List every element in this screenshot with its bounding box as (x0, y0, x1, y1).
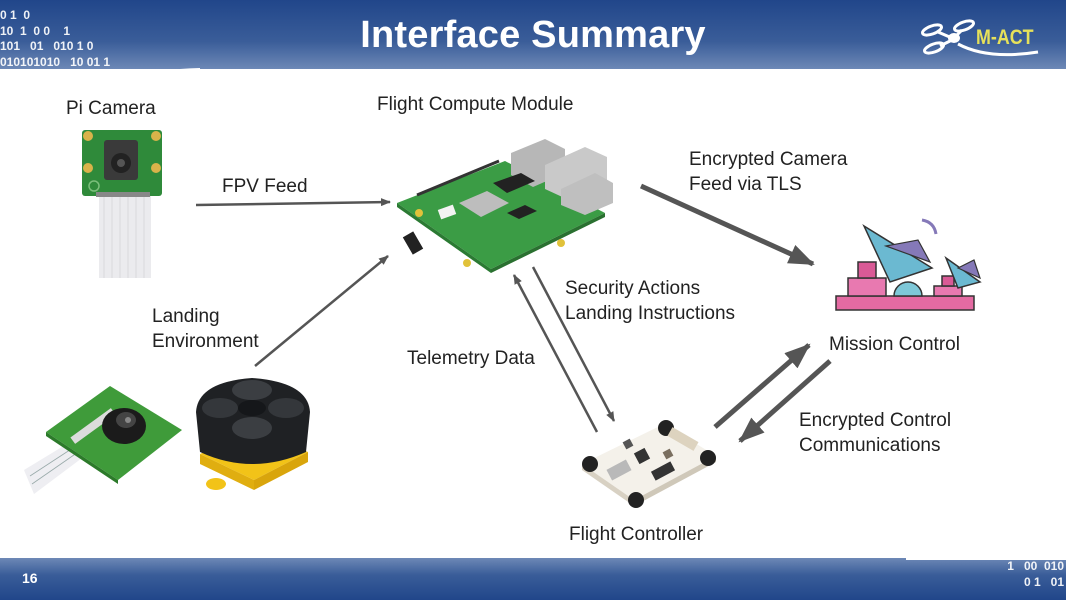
arrow-encrypted-camera-feed (639, 183, 815, 267)
label-encrypted-control-communications: Encrypted Control Communications (799, 410, 952, 456)
arrow-landing-environment (254, 255, 389, 367)
pi-camera-board-icon (82, 130, 162, 278)
label-fpv-feed: FPV Feed (222, 176, 308, 197)
label-encrypted-camera-feed: Encrypted Camera Feed via TLS (689, 149, 848, 195)
arrow-security-actions (531, 266, 616, 422)
header-band (0, 0, 1066, 69)
wide-angle-camera-icon (24, 386, 182, 494)
footer-band (0, 558, 1066, 600)
satellite-dish-icon (835, 218, 982, 311)
label-pi-camera: Pi Camera (66, 98, 156, 119)
label-security-actions: Security Actions Landing Instructions (565, 278, 736, 324)
lidar-sensor-icon (196, 378, 310, 490)
arrow-telemetry-data (512, 274, 599, 433)
label-flight-compute-module: Flight Compute Module (377, 94, 574, 115)
slide-title: Interface Summary (360, 14, 706, 56)
binary-decoration-bottom-right: 010 0101 10 010 00101 010 1 01 1 00 010 … (973, 497, 1064, 589)
page-number: 16 (22, 570, 38, 586)
drone-logo-icon (921, 19, 1039, 57)
arrow-mission-control-to-fc (738, 359, 832, 443)
raspberry-pi-board-icon (397, 139, 613, 273)
label-flight-controller: Flight Controller (569, 524, 704, 545)
binary-decoration-top-left: 0 1 0 10 1 0 0 1 101 01 010 1 0 01010101… (0, 8, 111, 146)
white-swoosh-bottom-right (906, 470, 1066, 560)
logo-text: M-ACT (976, 26, 1034, 49)
label-landing-environment: Landing Environment (152, 306, 259, 352)
arrow-fc-to-mission-control (713, 343, 811, 429)
arrow-fpv-feed (195, 198, 391, 207)
flight-controller-board-icon (582, 420, 716, 508)
label-telemetry-data: Telemetry Data (407, 348, 535, 369)
label-mission-control: Mission Control (829, 334, 960, 355)
